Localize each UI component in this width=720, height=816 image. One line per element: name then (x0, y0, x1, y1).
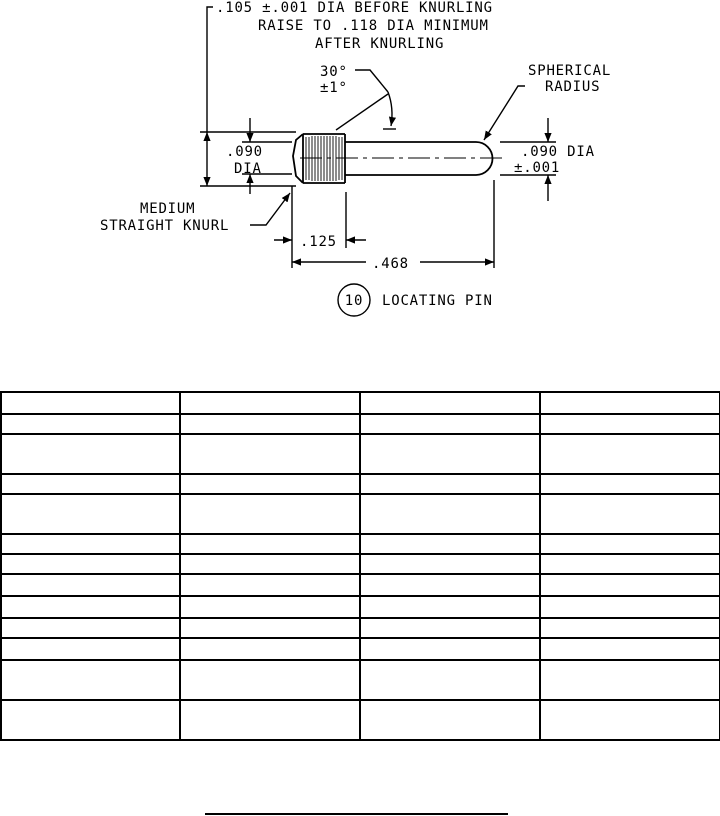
table-cell (539, 637, 720, 661)
table-cell (539, 493, 720, 535)
table-cell (0, 699, 181, 741)
table-cell (359, 473, 541, 495)
table-row (0, 573, 720, 597)
table-cell (0, 595, 181, 619)
right-dia-tolerance: ±.001 (514, 160, 560, 176)
table-cell (359, 433, 541, 475)
table-row (0, 595, 720, 619)
pin-outline (292, 133, 494, 184)
table-cell (179, 473, 361, 495)
table-cell (179, 533, 361, 555)
dim-knurl-length: .125 (300, 234, 337, 250)
spec-table-body (0, 391, 720, 741)
table-cell (179, 493, 361, 535)
table-row (0, 493, 720, 535)
table-cell (179, 659, 361, 701)
table-cell (0, 493, 181, 535)
part-name: LOCATING PIN (382, 293, 493, 309)
note-line-3: AFTER KNURLING (315, 36, 444, 52)
knurl-label-1: MEDIUM (140, 201, 195, 217)
table-cell (359, 553, 541, 575)
table-cell (179, 553, 361, 575)
table-cell (359, 573, 541, 597)
table-cell (539, 699, 720, 741)
right-dia-dimension (500, 118, 556, 201)
table-row (0, 533, 720, 555)
angle-dimension (335, 69, 397, 131)
item-number: 10 (345, 293, 363, 309)
table-row (0, 617, 720, 639)
table-cell (0, 433, 181, 475)
table-row (0, 391, 720, 415)
table-row (0, 699, 720, 741)
table-cell (0, 473, 181, 495)
table-cell (359, 493, 541, 535)
table-cell (0, 617, 181, 639)
table-cell (359, 413, 541, 435)
table-cell (179, 617, 361, 639)
spherical-label: SPHERICAL (528, 63, 611, 79)
length-dimensions (274, 180, 495, 268)
table-cell (179, 433, 361, 475)
knurl-leader (250, 192, 291, 226)
table-cell (0, 553, 181, 575)
table-row (0, 659, 720, 701)
locating-pin-drawing: .105 ±.001 DIA BEFORE KNURLING RAISE TO … (100, 0, 611, 317)
table-cell (179, 637, 361, 661)
table-cell (0, 533, 181, 555)
table-cell (359, 699, 541, 741)
signature-line (205, 813, 508, 815)
table-cell (359, 659, 541, 701)
table-row (0, 473, 720, 495)
table-cell (179, 699, 361, 741)
right-dia-value: .090 DIA (521, 144, 595, 160)
note-leader (200, 6, 296, 187)
table-cell (359, 533, 541, 555)
table-row (0, 637, 720, 661)
table-cell (0, 413, 181, 435)
knurl-label-2: STRAIGHT KNURL (100, 218, 229, 234)
table-row (0, 433, 720, 475)
table-cell (0, 637, 181, 661)
table-row (0, 413, 720, 435)
table-cell (179, 391, 361, 415)
radius-label: RADIUS (545, 79, 600, 95)
dim-overall-length: .468 (372, 256, 409, 272)
table-cell (179, 413, 361, 435)
table-cell (539, 433, 720, 475)
table-cell (539, 533, 720, 555)
table-cell (539, 391, 720, 415)
table-cell (359, 595, 541, 619)
table-cell (539, 595, 720, 619)
table-cell (359, 617, 541, 639)
table-cell (179, 595, 361, 619)
table-row (0, 553, 720, 575)
table-cell (179, 573, 361, 597)
table-cell (359, 391, 541, 415)
table-cell (0, 659, 181, 701)
left-dia-label: DIA (234, 161, 262, 177)
table-cell (539, 413, 720, 435)
table-cell (539, 553, 720, 575)
left-dia-value: .090 (226, 144, 263, 160)
table-cell (539, 659, 720, 701)
radius-leader (483, 85, 525, 141)
item-balloon (337, 283, 371, 317)
table-cell (0, 573, 181, 597)
left-dia-dimension (242, 118, 292, 194)
table-cell (0, 391, 181, 415)
angle-tolerance: ±1° (320, 80, 348, 96)
table-cell (539, 617, 720, 639)
table-cell (359, 637, 541, 661)
table-cell (539, 573, 720, 597)
spec-table (0, 391, 720, 741)
note-line-1: .105 ±.001 DIA BEFORE KNURLING (216, 0, 493, 16)
note-line-2: RAISE TO .118 DIA MINIMUM (258, 18, 489, 34)
angle-value: 30° (320, 64, 348, 80)
table-cell (539, 473, 720, 495)
